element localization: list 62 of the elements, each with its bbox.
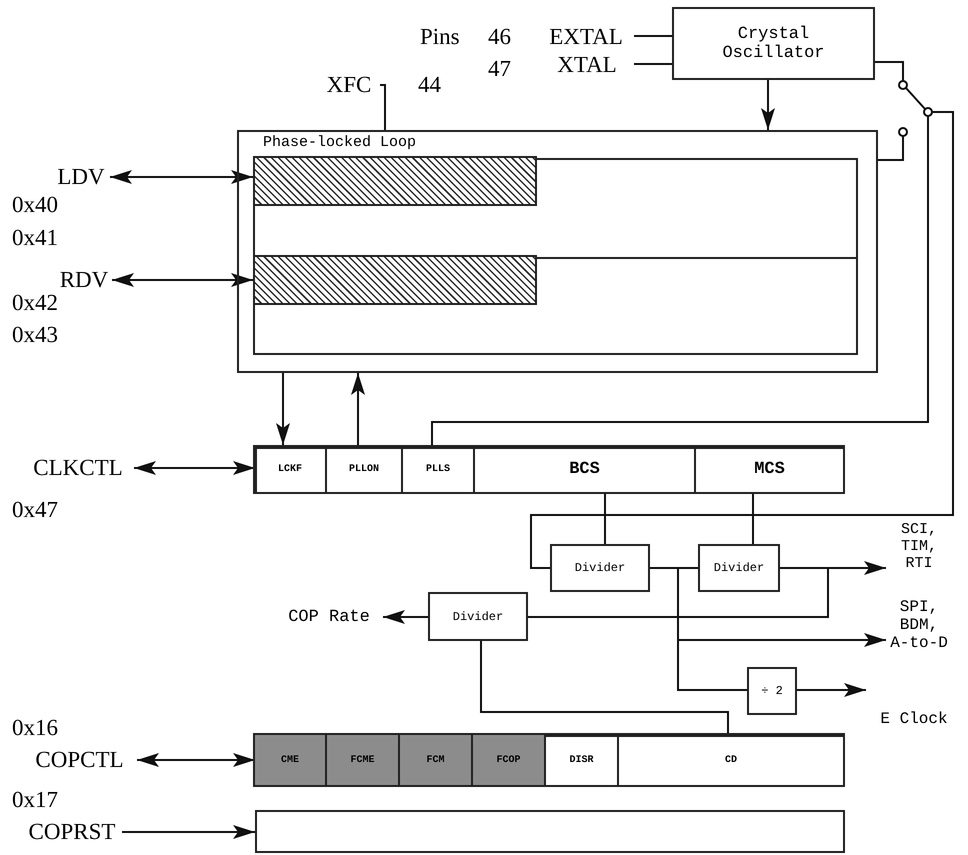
block-title: Phase-locked Loop bbox=[263, 134, 416, 151]
register-name: RDV bbox=[56, 267, 112, 293]
pin-number: 46 bbox=[488, 24, 511, 50]
register-address: 0x47 bbox=[12, 497, 58, 523]
arrow bbox=[383, 610, 428, 624]
arrow bbox=[351, 373, 365, 445]
pin-name: XTAL bbox=[540, 52, 634, 78]
output-label: COP Rate bbox=[275, 604, 383, 630]
arrow bbox=[137, 753, 255, 767]
hatched-bar bbox=[253, 255, 537, 305]
register-field: FCME bbox=[325, 733, 400, 787]
register-name: LDV bbox=[52, 164, 110, 190]
arrow bbox=[761, 80, 775, 130]
register-field: LCKF bbox=[253, 445, 327, 494]
connector-line bbox=[528, 567, 829, 618]
register-field: CME bbox=[253, 733, 327, 787]
output-label: E Clock bbox=[866, 690, 962, 728]
connector-line bbox=[875, 61, 904, 78]
connector-line bbox=[752, 494, 754, 544]
register-field: FCM bbox=[398, 733, 473, 787]
connector-line bbox=[878, 140, 904, 161]
connector-line bbox=[650, 567, 747, 691]
pin-label: Pins bbox=[420, 24, 460, 50]
arrow bbox=[112, 273, 253, 287]
register-box bbox=[255, 447, 845, 494]
connector-line bbox=[431, 140, 929, 445]
register-name: COPCTL bbox=[22, 747, 137, 773]
register-box bbox=[253, 158, 858, 259]
oscillator-box: Crystal Oscillator bbox=[672, 7, 875, 80]
arrow bbox=[134, 461, 255, 475]
arrow bbox=[797, 683, 866, 697]
arrow bbox=[122, 825, 255, 839]
register-address: 0x42 bbox=[12, 290, 58, 316]
register-name: CLKCTL bbox=[22, 455, 134, 481]
arrow bbox=[110, 170, 253, 184]
register-name: COPRST bbox=[22, 819, 122, 845]
connector-line bbox=[604, 494, 606, 544]
connector-line bbox=[634, 63, 672, 65]
connector-line bbox=[480, 641, 729, 733]
connector-line bbox=[530, 111, 954, 569]
output-label: SCI, TIM, RTI bbox=[886, 520, 952, 572]
register-box bbox=[255, 810, 845, 853]
register-address: 0x43 bbox=[12, 322, 58, 348]
pin-number: 44 bbox=[418, 72, 441, 98]
arrow bbox=[276, 373, 290, 445]
pin-name: EXTAL bbox=[538, 24, 634, 50]
hatched-bar bbox=[253, 156, 537, 206]
pin-number: 47 bbox=[488, 56, 511, 82]
register-address: 0x16 bbox=[12, 715, 58, 741]
connector-line bbox=[380, 84, 386, 130]
output-label: SPI, BDM, A-to-D bbox=[886, 582, 952, 668]
divide-by-two-box: ÷ 2 bbox=[747, 667, 797, 715]
connector-line bbox=[634, 35, 672, 37]
register-address: 0x17 bbox=[12, 787, 58, 813]
register-address: 0x40 bbox=[12, 192, 58, 218]
register-field: FCOP bbox=[471, 733, 546, 787]
switch-symbol bbox=[895, 78, 937, 140]
pin-name: XFC bbox=[318, 72, 380, 98]
register-box bbox=[253, 257, 858, 355]
register-address: 0x41 bbox=[12, 225, 58, 251]
register-box bbox=[255, 735, 845, 787]
pll-block bbox=[237, 130, 878, 373]
